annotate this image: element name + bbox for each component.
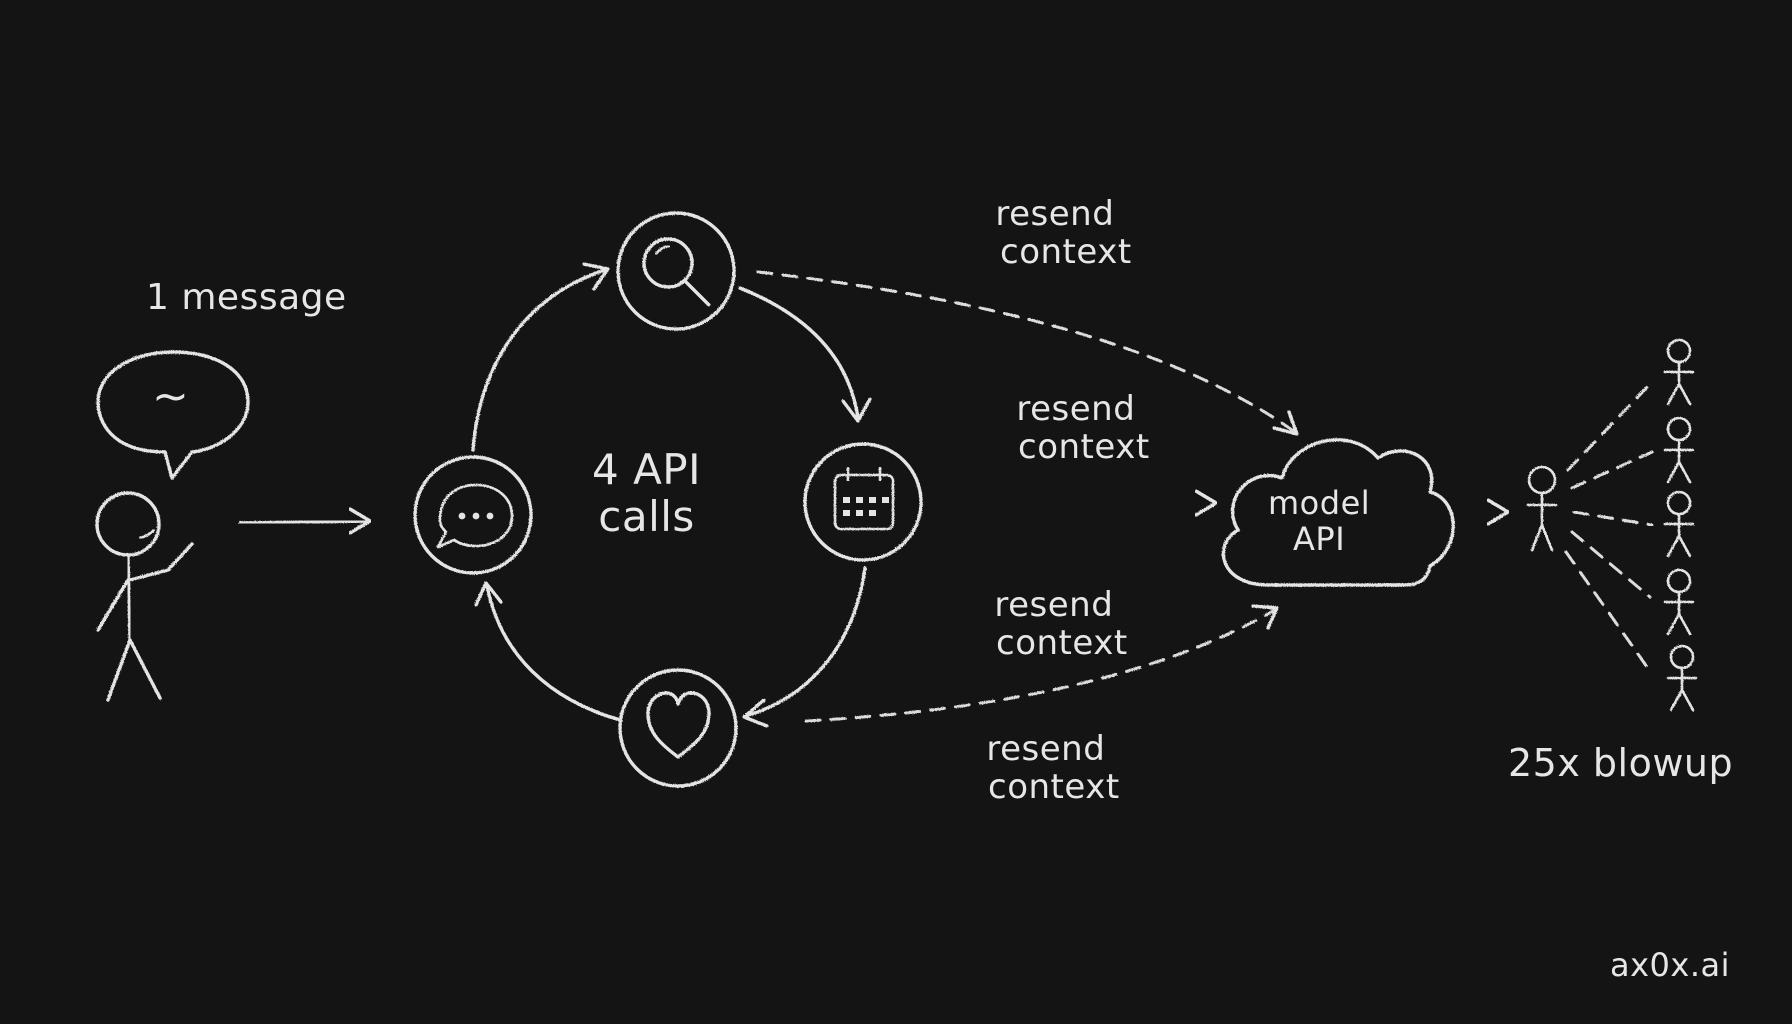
resend-context-label-bottom: resend context	[972, 730, 1120, 806]
resend-arrow-heart	[804, 604, 1279, 723]
calendar-icon	[833, 466, 895, 531]
loop-arrow-calendar-to-heart	[742, 566, 867, 728]
heart-node[interactable]	[618, 668, 738, 788]
user-message-label: 1 message	[146, 277, 347, 318]
cloud-label-line-1: model	[1268, 484, 1371, 522]
resend-label-line-1: resend	[986, 729, 1106, 769]
calendar-node[interactable]	[803, 442, 923, 562]
resend-context-label-middle: resend context	[1002, 390, 1150, 466]
fan-out-lines	[1564, 380, 1654, 676]
resend-label-line-2: context	[1018, 427, 1150, 468]
blowup-label: 25x blowup	[1508, 741, 1734, 785]
loop-arrow-search-to-calendar	[738, 286, 872, 423]
speech-bubble-icon	[96, 350, 250, 480]
loop-label-line-2: calls	[598, 492, 695, 542]
crowd-figure-icon	[1666, 644, 1698, 712]
loop-center-label: 4 API calls	[592, 446, 701, 540]
cloud-label-line-2: API	[1293, 519, 1346, 558]
resend-label-line-1: resend	[994, 585, 1114, 625]
search-icon	[642, 237, 711, 307]
resend-context-label-top: resend context	[978, 195, 1132, 271]
chat-node[interactable]	[413, 455, 533, 575]
crowd-figure-icon	[1663, 338, 1695, 406]
resend-context-label-lower: resend context	[980, 586, 1128, 662]
loop-arrow-chat-to-search	[471, 262, 610, 452]
resend-arrow-calendar	[938, 489, 1218, 517]
crowd-figure-icon	[1663, 490, 1695, 558]
resend-label-line-2: context	[1000, 232, 1132, 273]
resend-label-line-2: context	[996, 623, 1128, 664]
search-node[interactable]	[616, 211, 736, 331]
cloud-to-crowd-arrow	[1433, 498, 1510, 526]
loop-label-line-1: 4 API	[592, 445, 702, 494]
resend-label-line-2: context	[988, 767, 1120, 808]
model-api-label: model API	[1268, 484, 1371, 558]
resend-label-line-1: resend	[995, 194, 1115, 234]
resend-label-line-1: resend	[1016, 389, 1136, 429]
brand-watermark: ax0x.ai	[1610, 946, 1731, 984]
crowd-figure-icon	[1663, 568, 1695, 636]
speech-bubble-text: ~	[152, 371, 190, 422]
single-figure-icon	[1526, 465, 1558, 552]
user-to-loop-arrow	[238, 507, 372, 535]
resend-arrow-search	[756, 270, 1299, 436]
loop-arrow-heart-to-chat	[474, 581, 622, 722]
model-api-cloud-icon	[1221, 438, 1455, 587]
heart-icon	[646, 691, 711, 759]
crowd-figure-icon	[1663, 416, 1695, 484]
chat-bubble-icon	[436, 483, 514, 549]
user-stick-figure-icon	[95, 491, 194, 702]
